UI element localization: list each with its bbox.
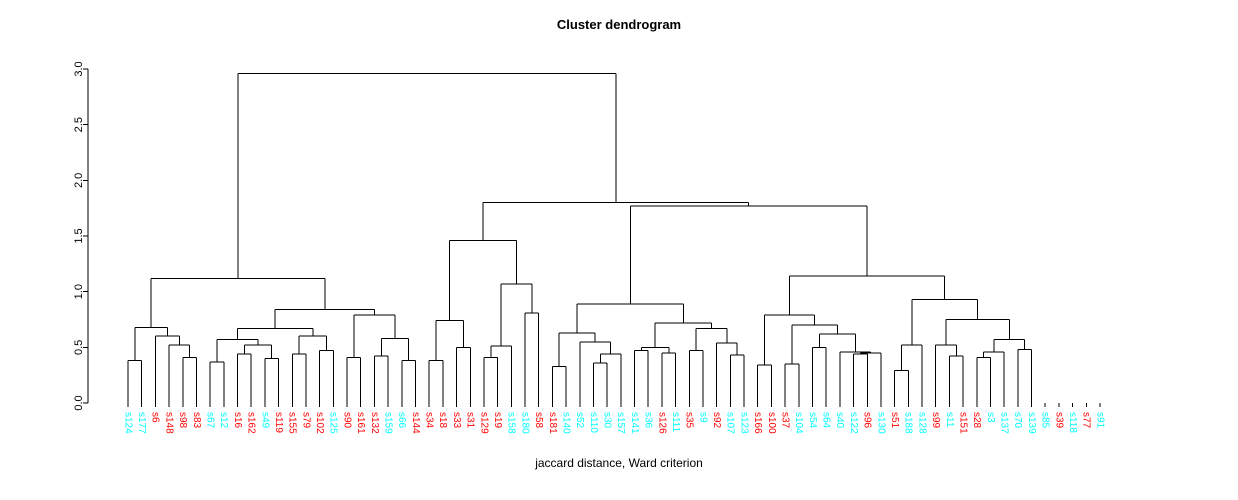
leaf-label: s28 xyxy=(971,412,982,429)
leaf-label: s40 xyxy=(834,412,845,429)
leaf-label: s177 xyxy=(136,412,147,434)
leaf-label: s92 xyxy=(711,412,722,429)
leaf-label: s52 xyxy=(574,412,585,429)
leaf-label: s77 xyxy=(1081,412,1092,429)
leaf-label: s70 xyxy=(1012,412,1023,429)
leaf-label: s166 xyxy=(752,412,763,434)
leaf-label: s90 xyxy=(341,412,352,429)
leaf-label: s102 xyxy=(314,412,325,434)
leaf-label: s98 xyxy=(177,412,188,429)
leaf-label: s139 xyxy=(1026,412,1037,434)
leaf-label: s118 xyxy=(1067,412,1078,433)
leaf-label: s12 xyxy=(218,412,229,429)
leaf-label: s49 xyxy=(259,412,270,429)
leaf-label: s124 xyxy=(122,412,133,434)
leaf-label: s122 xyxy=(848,412,859,434)
leaf-label: s11 xyxy=(944,412,955,428)
leaf-label: s132 xyxy=(369,412,380,434)
leaf-label: s54 xyxy=(807,412,818,429)
leaf-label: s140 xyxy=(560,412,571,434)
leaf-label: s141 xyxy=(629,412,640,434)
dendrogram-links xyxy=(127,72,1033,403)
leaf-label: s137 xyxy=(999,412,1010,434)
leaf-label: s66 xyxy=(396,412,407,429)
leaf-label: s30 xyxy=(602,412,613,429)
leaf-label: s111 xyxy=(670,412,681,433)
leaf-label: s6 xyxy=(150,412,161,423)
leaf-label: s58 xyxy=(533,412,544,429)
leaf-label: s151 xyxy=(957,412,968,434)
y-axis-tick-label: 2.0 xyxy=(73,173,85,188)
leaf-label: s125 xyxy=(328,412,339,434)
leaf-label: s36 xyxy=(643,412,654,429)
leaf-label: s83 xyxy=(191,412,202,429)
leaf-label: s157 xyxy=(615,412,626,434)
y-axis-tick-label: 0.5 xyxy=(73,340,85,355)
leaf-label: s51 xyxy=(889,412,900,429)
leaf-label: s19 xyxy=(492,412,503,429)
leaf-label: s161 xyxy=(355,412,366,434)
leaf-label: s188 xyxy=(903,412,914,434)
leaf-label: s123 xyxy=(738,412,749,434)
page-title: Cluster dendrogram xyxy=(556,17,682,32)
leaf-label: s180 xyxy=(519,412,530,434)
leaf-label: s130 xyxy=(875,412,886,434)
leaf-label: s99 xyxy=(930,412,941,429)
leaf-label: s16 xyxy=(232,412,243,429)
leaf-label: s159 xyxy=(382,412,393,434)
leaf-label: s144 xyxy=(410,412,421,434)
leaf-label: s129 xyxy=(478,412,489,434)
leaf-label: s85 xyxy=(1040,412,1051,429)
leaf-label: s181 xyxy=(547,412,558,434)
y-axis-tick-label: 0.0 xyxy=(73,395,85,410)
leaf-label: s126 xyxy=(656,412,667,434)
leaf-label: s39 xyxy=(1053,412,1064,429)
x-axis-label: jaccard distance, Ward criterion xyxy=(535,456,703,470)
leaf-label: s18 xyxy=(437,412,448,429)
leaf-label: s9 xyxy=(697,412,708,423)
leaf-label: s37 xyxy=(779,412,790,429)
leaf-label: s64 xyxy=(821,412,832,429)
leaf-label: s34 xyxy=(424,412,435,429)
leaf-label: s158 xyxy=(506,412,517,434)
leaf-label: s128 xyxy=(916,412,927,434)
y-axis-tick-label: 1.5 xyxy=(73,228,85,243)
y-axis-tick-label: 2.5 xyxy=(73,117,85,132)
leaf-label: s107 xyxy=(725,412,736,434)
leaf-label: s104 xyxy=(793,412,804,434)
leaf-label: s100 xyxy=(766,412,777,434)
leaf-label: s162 xyxy=(246,412,257,434)
leaf-label: s31 xyxy=(465,412,476,429)
leaf-label: s96 xyxy=(862,412,873,429)
leaf-label: s119 xyxy=(273,412,284,433)
y-axis-tick-label: 3.0 xyxy=(73,61,85,76)
leaf-label: s148 xyxy=(163,412,174,434)
y-axis: 0.0 0.5 1.0 1.5 2.0 2.5 3.0 xyxy=(73,61,89,411)
y-axis-tick-label: 1.0 xyxy=(73,284,85,299)
leaf-label: s67 xyxy=(205,412,216,429)
leaf-label: s79 xyxy=(300,412,311,429)
leaf-label: s35 xyxy=(684,412,695,429)
leaf-label: s155 xyxy=(287,412,298,434)
leaf-label: s110 xyxy=(588,412,599,433)
leaf-label: s33 xyxy=(451,412,462,429)
leaf-label: s91 xyxy=(1094,412,1105,429)
leaf-label: s3 xyxy=(985,412,996,423)
